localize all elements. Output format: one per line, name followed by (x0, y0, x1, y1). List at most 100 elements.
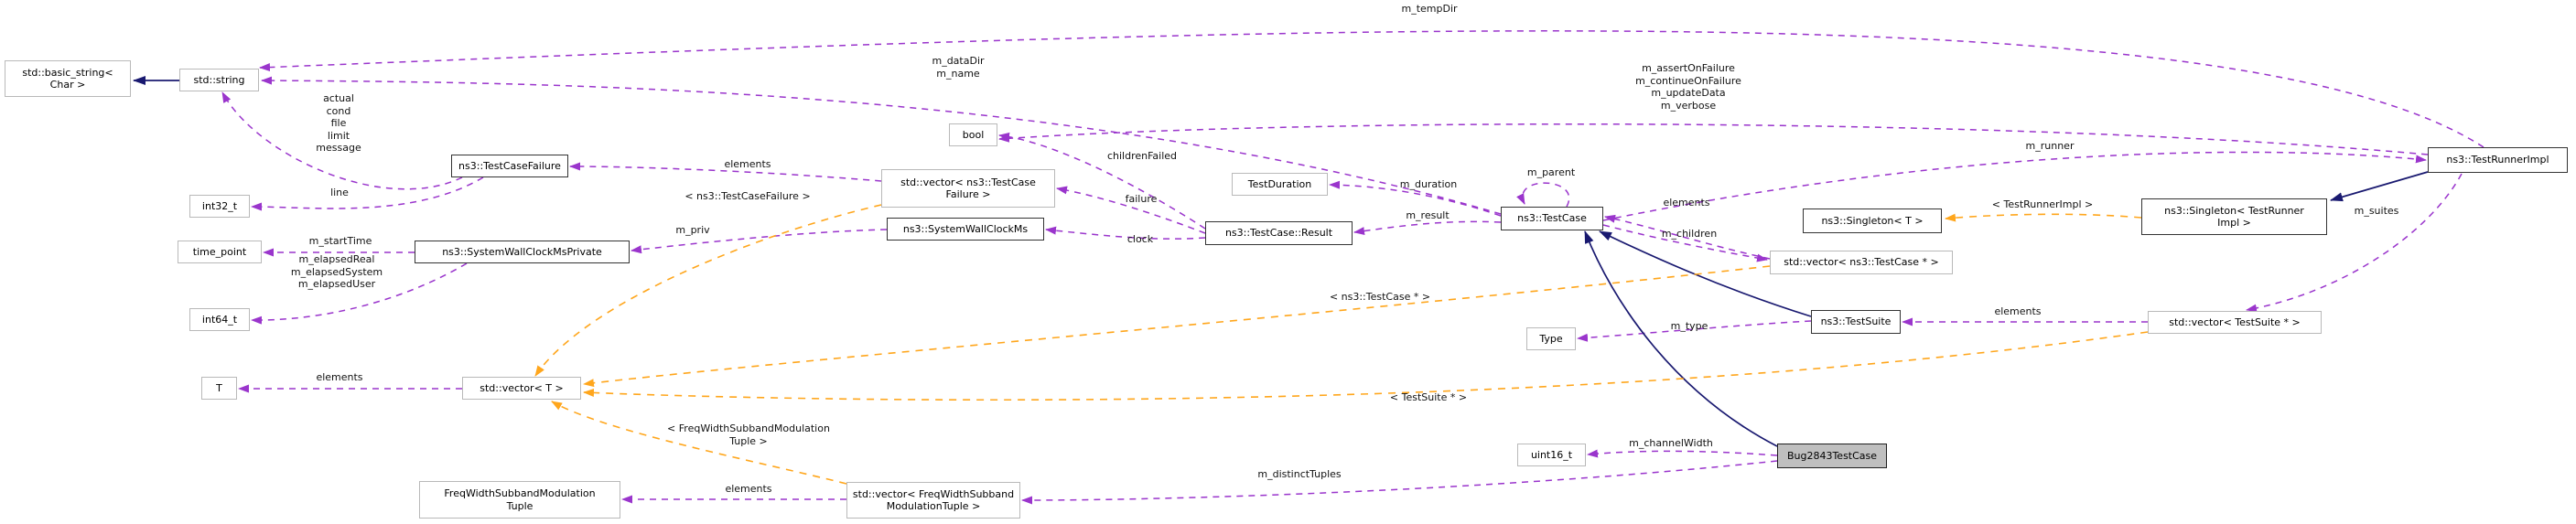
ns3-testcase-label: ns3::TestCase (1517, 212, 1587, 225)
std-vector-t-node[interactable]: std::vector< T > (462, 377, 581, 400)
std-vector-t-label: std::vector< T > (480, 381, 564, 394)
label-elements-testcase-line: elements (1663, 197, 1710, 209)
label-elements-fwsmt-line: elements (725, 483, 772, 495)
label-line-line: line (330, 187, 349, 198)
ns3-testcasefailure-node[interactable]: ns3::TestCaseFailure (451, 155, 568, 177)
label-m-children: m_children (1662, 228, 1717, 241)
label-elements-testcasefailure: elements (724, 158, 771, 171)
label-m-priv-line: m_priv (675, 224, 710, 236)
edge-m-parent (1516, 182, 1570, 208)
edge-m-datadir-m-name (261, 76, 1502, 215)
label-m-distincttuples: m_distinctTuples (1257, 468, 1341, 481)
t-param-node[interactable]: T (201, 377, 237, 400)
std-string-label: std::string (193, 73, 245, 86)
label-m-duration-line: m_duration (1399, 178, 1458, 190)
std-vector-testsuite-ptr-node[interactable]: std::vector< TestSuite * > (2148, 311, 2322, 334)
uint16-t-label: uint16_t (1530, 448, 1573, 461)
label-elements-t-line: elements (316, 371, 363, 383)
label-runner-flags-line: m_verbose (1660, 99, 1717, 112)
freqwidthsubbandmodulationtuple-label: Tuple (506, 499, 534, 512)
t-param-label: T (216, 381, 222, 394)
edge-runner-flags (998, 123, 2429, 155)
std-vector-testcase-ptr-node[interactable]: std::vector< ns3::TestCase * > (1770, 251, 1953, 274)
bug2843testcase-label: Bug2843TestCase (1786, 449, 1878, 462)
freqwidthsubbandmodulationtuple-label: FreqWidthSubbandModulation (444, 487, 596, 499)
type-label: Type (1539, 332, 1563, 345)
label-m-distincttuples-line: m_distinctTuples (1257, 468, 1342, 480)
edge-line (251, 176, 484, 211)
edge-m-channelwidth (1587, 449, 1778, 458)
ns3-testcasefailure-label: ns3::TestCaseFailure (458, 159, 561, 172)
label-m-channelwidth-line: m_channelWidth (1629, 437, 1713, 449)
label-m-datadir-m-name-line: m_name (936, 67, 980, 80)
ns3-systemwallclockms-node[interactable]: ns3::SystemWallClockMs (887, 218, 1044, 241)
label-m-priv: m_priv (675, 224, 709, 237)
edge-m-duration (1329, 180, 1502, 217)
testduration-node[interactable]: TestDuration (1232, 173, 1328, 196)
ns3-singleton-t-node[interactable]: ns3::Singleton< T > (1803, 209, 1942, 233)
ns3-testsuite-label: ns3::TestSuite (1820, 315, 1892, 328)
ns3-testcase-result-node[interactable]: ns3::TestCase::Result (1205, 221, 1353, 245)
label-failure-members-line: message (316, 142, 361, 154)
label-tmpl-testcase-ptr-line: < ns3::TestCase * > (1329, 291, 1431, 303)
edge-tmpl-vector-testcasefailure (534, 204, 882, 377)
std-vector-testcasefailure-label: Failure > (945, 188, 991, 200)
label-elapsed-line: m_elapsedUser (297, 278, 376, 290)
label-elements-t: elements (316, 371, 362, 384)
label-elements-testcasefailure-line: elements (724, 158, 771, 170)
label-m-tempdir: m_tempDir (1401, 3, 1457, 16)
ns3-testcase-result-label: ns3::TestCase::Result (1224, 227, 1333, 240)
edge-bug2843-inherits-testcase (1584, 230, 1778, 447)
uint16-t-node[interactable]: uint16_t (1517, 444, 1586, 466)
label-m-type: m_type (1671, 320, 1708, 333)
label-m-starttime-line: m_startTime (308, 235, 372, 247)
edge-failure-strings (221, 91, 463, 190)
std-basic-string-node[interactable]: std::basic_string<Char > (5, 60, 131, 97)
std-string-node[interactable]: std::string (179, 69, 259, 91)
type-node[interactable]: Type (1526, 327, 1576, 350)
ns3-systemwallclockmsprivate-node[interactable]: ns3::SystemWallClockMsPrivate (415, 241, 630, 263)
label-failure-line: failure (1125, 193, 1158, 205)
label-tmpl-testsuite-ptr-line: < TestSuite * > (1389, 391, 1468, 403)
int32-t-node[interactable]: int32_t (189, 195, 250, 218)
edge-tmpl-vector-fwsmt (551, 401, 847, 485)
ns3-testrunnerimpl-node[interactable]: ns3::TestRunnerImpl (2428, 147, 2568, 173)
time-point-node[interactable]: time_point (178, 241, 262, 263)
ns3-testcase-node[interactable]: ns3::TestCase (1501, 207, 1603, 230)
edge-childrenfailed (998, 132, 1206, 230)
ns3-singleton-testrunnerimpl-label: ns3::Singleton< TestRunner (2164, 204, 2304, 217)
label-tmpl-testcasefailure: < ns3::TestCaseFailure > (684, 190, 810, 203)
bug2843testcase-node[interactable]: Bug2843TestCase (1777, 444, 1887, 468)
int64-t-node[interactable]: int64_t (189, 308, 250, 331)
ns3-testsuite-node[interactable]: ns3::TestSuite (1811, 310, 1901, 334)
int32-t-label: int32_t (201, 199, 238, 212)
edge-m-distincttuples (1021, 460, 1778, 505)
bool-node[interactable]: bool (949, 123, 997, 146)
label-elapsed-line: m_elapsedSystem (290, 265, 383, 278)
label-tmpl-testcasefailure-line: < ns3::TestCaseFailure > (684, 190, 811, 202)
label-m-runner: m_runner (2026, 140, 2075, 153)
ns3-systemwallclockmsprivate-label: ns3::SystemWallClockMsPrivate (442, 245, 602, 258)
label-childrenfailed: childrenFailed (1107, 150, 1177, 163)
label-failure-members-line: actual (323, 92, 354, 104)
label-clock-line: clock (1126, 233, 1154, 245)
ns3-testrunnerimpl-label: ns3::TestRunnerImpl (2446, 154, 2549, 166)
label-m-starttime: m_startTime (309, 235, 372, 248)
label-tmpl-testsuite-ptr: < TestSuite * > (1390, 391, 1467, 404)
label-m-suites-line: m_suites (2354, 205, 2399, 217)
ns3-singleton-testrunnerimpl-label: Impl > (2217, 217, 2251, 229)
std-vector-testsuite-ptr-label: std::vector< TestSuite * > (2169, 315, 2301, 328)
label-elements-fwsmt: elements (725, 483, 771, 496)
edge-clock (1045, 226, 1206, 240)
